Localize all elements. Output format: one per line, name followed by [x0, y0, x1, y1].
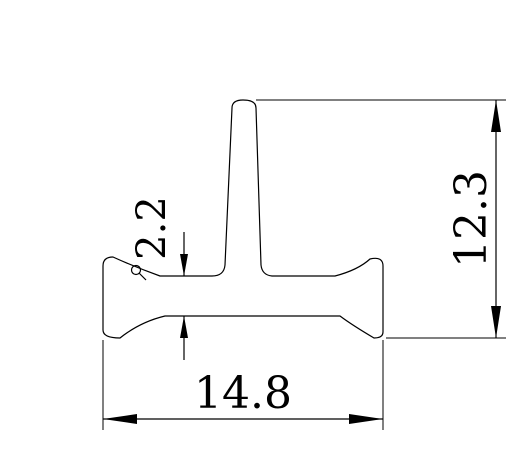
reference-leader [138, 272, 147, 281]
thickness-arrow-top [180, 254, 188, 276]
thickness-arrow-bottom [180, 316, 188, 338]
height-arrow-top [491, 100, 501, 132]
reference-circle [130, 264, 142, 276]
height-arrow-bottom [491, 306, 501, 338]
height-dimension-text: 12.3 [446, 170, 497, 268]
width-arrow-right [349, 414, 383, 424]
t-profile-outline [102, 99, 384, 339]
thickness-dimension-text: 2.2 [129, 196, 175, 260]
width-dimension-text: 14.8 [194, 368, 292, 419]
width-arrow-left [103, 414, 137, 424]
